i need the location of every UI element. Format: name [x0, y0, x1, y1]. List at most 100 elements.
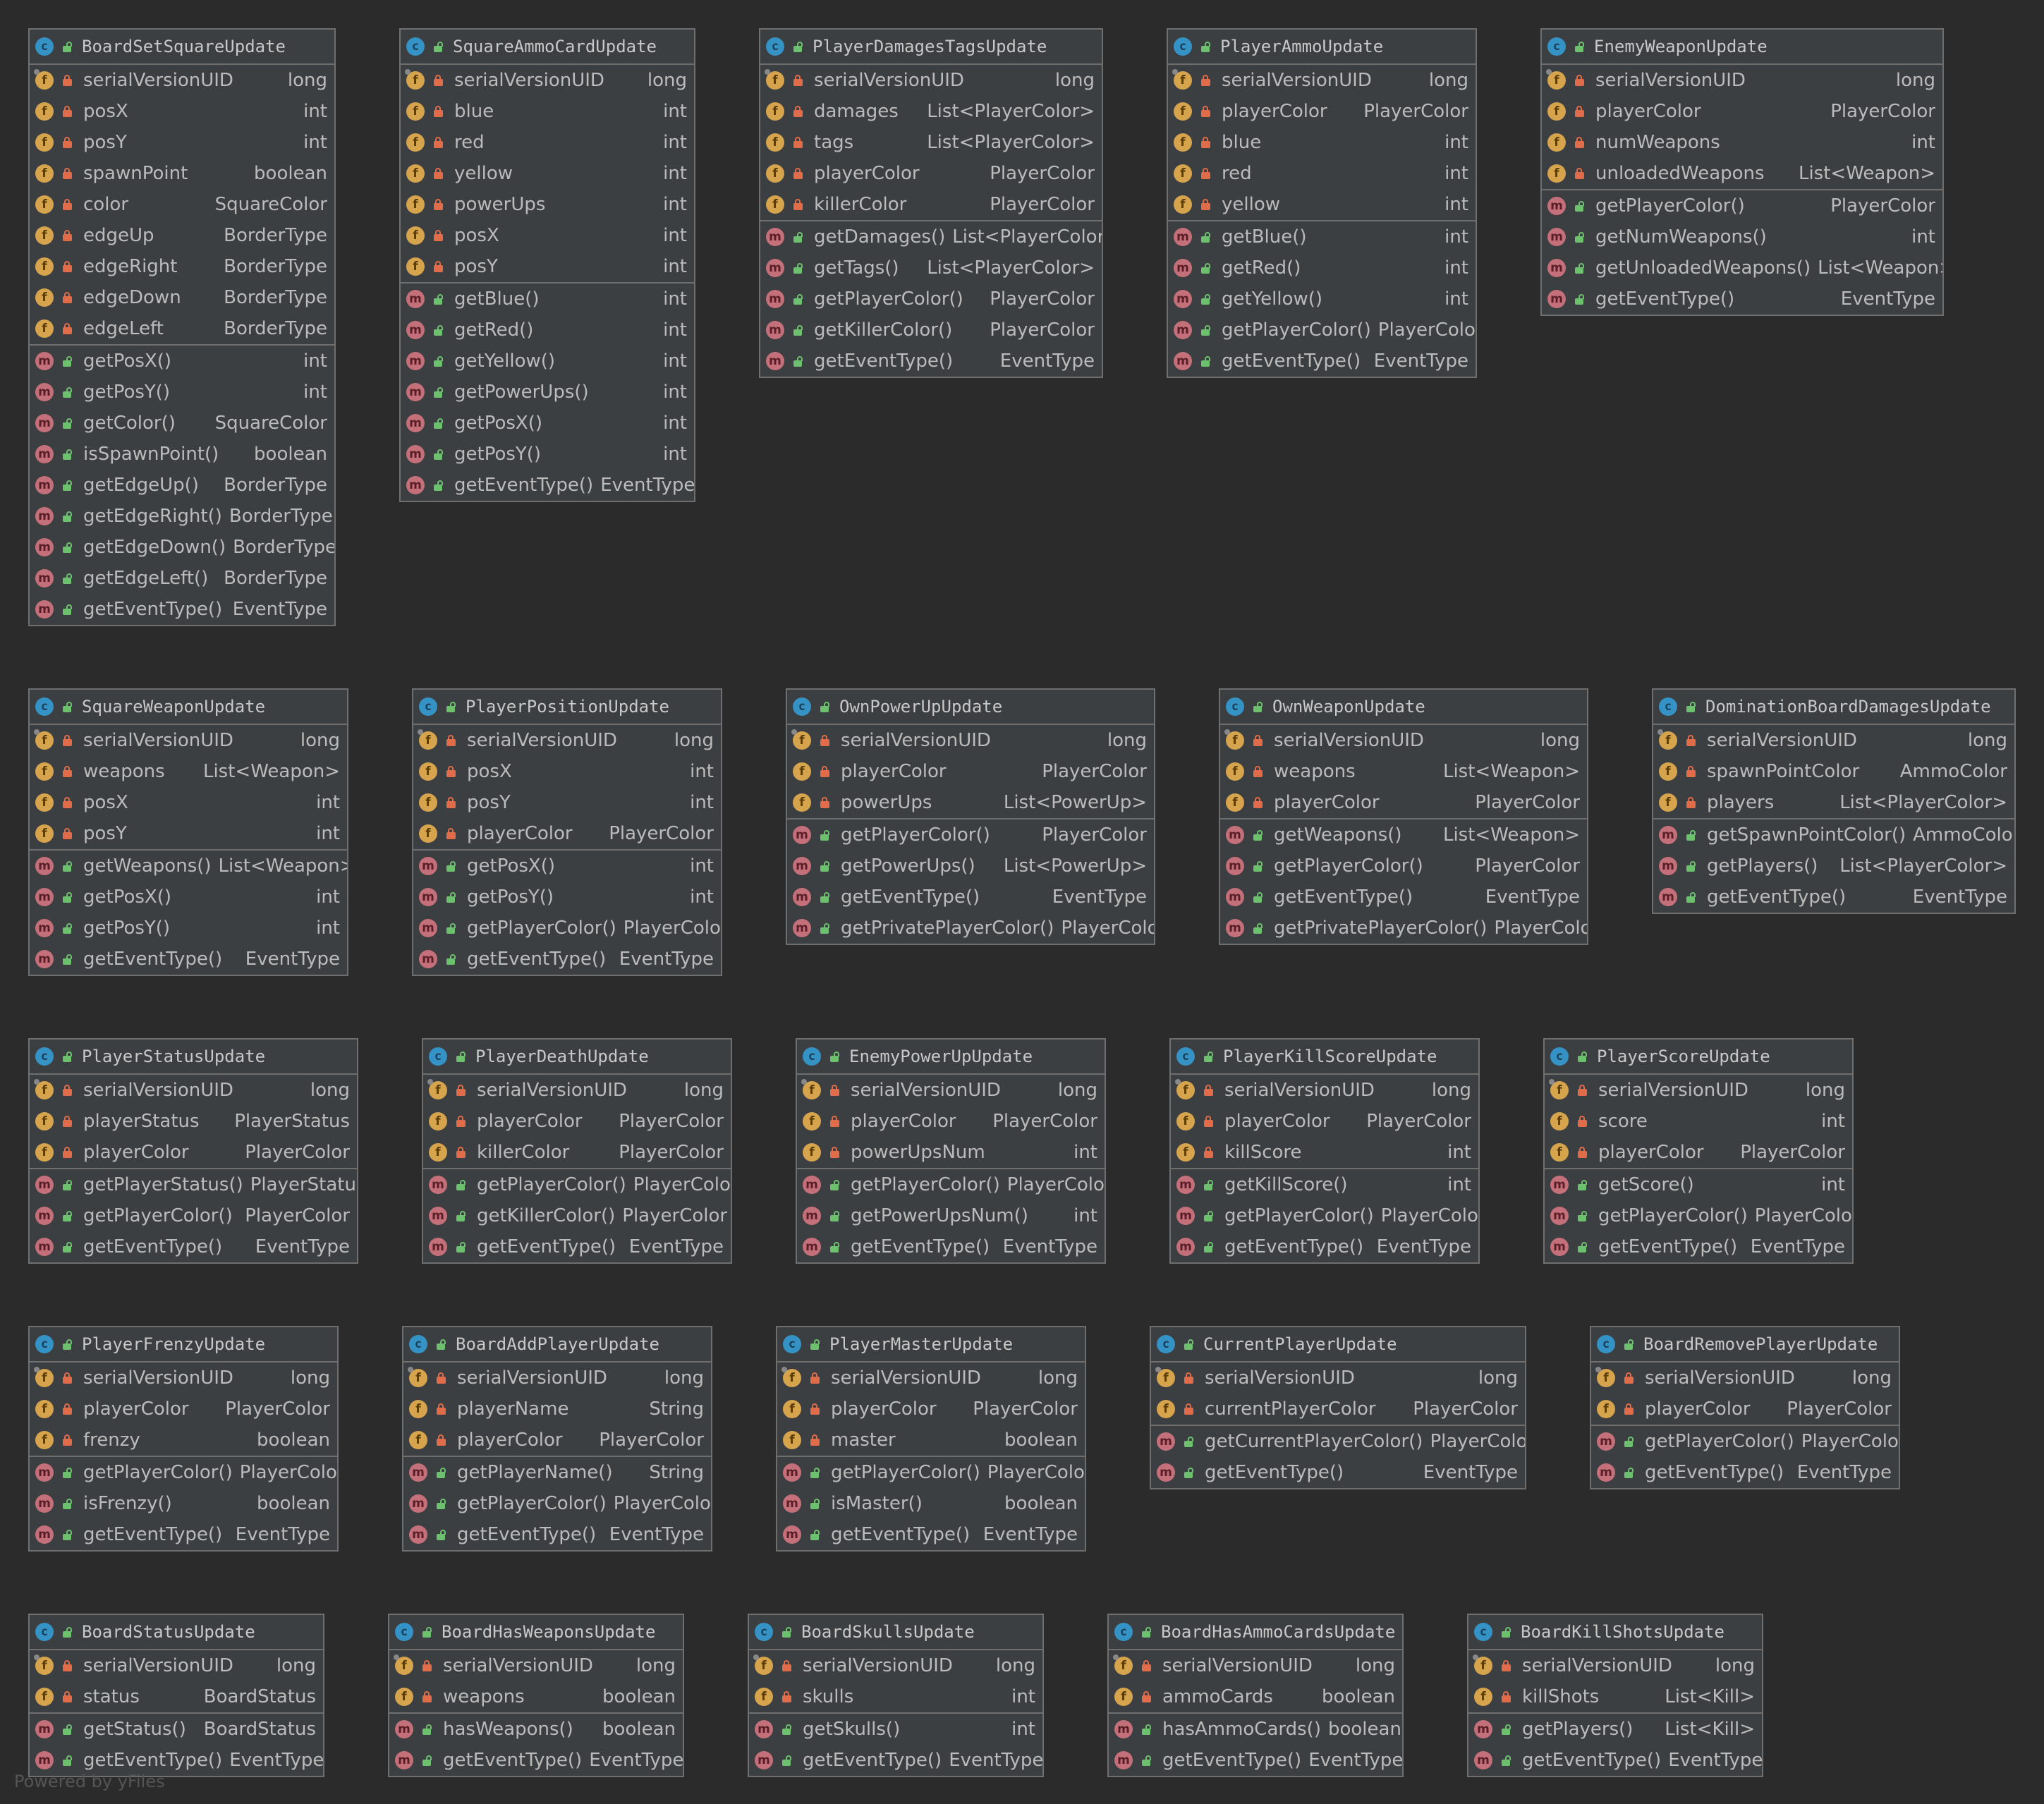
method-row[interactable]: mgetWeapons()List<Weapon>: [30, 849, 347, 882]
method-row[interactable]: mgetKillScore()int: [1171, 1168, 1478, 1200]
method-row[interactable]: mgetEventType()EventType: [30, 1745, 323, 1776]
method-row[interactable]: mgetEdgeDown()BorderType: [30, 532, 334, 563]
method-row[interactable]: mgetEventType()EventType: [30, 1519, 337, 1550]
field-row[interactable]: fposYint: [30, 127, 334, 158]
field-row[interactable]: fcurrentPlayerColorPlayerColor: [1151, 1394, 1525, 1425]
method-row[interactable]: mgetEventType()EventType: [30, 1231, 357, 1262]
field-row[interactable]: fposXint: [413, 756, 721, 787]
method-row[interactable]: mgetPlayerColor()PlayerColor: [797, 1168, 1105, 1200]
class-node[interactable]: cBoardSetSquareUpdatefserialVersionUIDlo…: [28, 28, 336, 626]
field-row[interactable]: fscoreint: [1545, 1106, 1852, 1137]
method-row[interactable]: mgetPlayerColor()PlayerColor: [1591, 1425, 1899, 1457]
field-row[interactable]: fposYint: [30, 818, 347, 849]
method-row[interactable]: mgetEventType()EventType: [30, 594, 334, 625]
method-row[interactable]: mgetPowerUpsNum()int: [797, 1200, 1105, 1231]
field-row[interactable]: fplayerColorPlayerColor: [1168, 96, 1476, 127]
method-row[interactable]: mgetPlayerColor()PlayerColor: [760, 284, 1102, 315]
field-row[interactable]: fredint: [401, 127, 694, 158]
field-row[interactable]: fplayersList<PlayerColor>: [1653, 787, 2014, 818]
field-row[interactable]: fstatusBoardStatus: [30, 1681, 323, 1712]
field-row[interactable]: fposXint: [30, 96, 334, 127]
class-node[interactable]: cBoardHasAmmoCardsUpdatefserialVersionUI…: [1107, 1614, 1404, 1777]
class-node[interactable]: cBoardHasWeaponsUpdatefserialVersionUIDl…: [388, 1614, 684, 1777]
method-row[interactable]: mgetTags()List<PlayerColor>: [760, 252, 1102, 284]
field-row[interactable]: fserialVersionUIDlong: [1151, 1363, 1525, 1394]
field-row[interactable]: fserialVersionUIDlong: [1220, 725, 1587, 756]
field-row[interactable]: fserialVersionUIDlong: [423, 1075, 731, 1106]
field-row[interactable]: fpowerUpsint: [401, 189, 694, 220]
field-row[interactable]: fserialVersionUIDlong: [30, 1075, 357, 1106]
field-row[interactable]: fserialVersionUIDlong: [749, 1650, 1042, 1681]
class-node[interactable]: cOwnPowerUpUpdatefserialVersionUIDlongfp…: [786, 688, 1155, 945]
field-row[interactable]: fedgeLeftBorderType: [30, 313, 334, 344]
class-node[interactable]: cSquareWeaponUpdatefserialVersionUIDlong…: [28, 688, 348, 976]
field-row[interactable]: fserialVersionUIDlong: [1109, 1650, 1402, 1681]
field-row[interactable]: fposYint: [413, 787, 721, 818]
method-row[interactable]: mgetPosX()int: [30, 344, 334, 377]
field-row[interactable]: fblueint: [401, 96, 694, 127]
method-row[interactable]: mgetPosX()int: [401, 408, 694, 439]
method-row[interactable]: mgetPlayerColor()PlayerColor: [1542, 189, 1942, 221]
method-row[interactable]: mgetDamages()List<PlayerColor>: [760, 220, 1102, 252]
method-row[interactable]: mgetYellow()int: [401, 346, 694, 377]
class-node[interactable]: cEnemyPowerUpUpdatefserialVersionUIDlong…: [796, 1038, 1106, 1264]
method-row[interactable]: mgetColor()SquareColor: [30, 408, 334, 439]
method-row[interactable]: mgetEventType()EventType: [389, 1745, 683, 1776]
field-row[interactable]: fserialVersionUIDlong: [787, 725, 1154, 756]
field-row[interactable]: fplayerColorPlayerColor: [1545, 1137, 1852, 1168]
class-node[interactable]: cBoardStatusUpdatefserialVersionUIDlongf…: [28, 1614, 324, 1777]
method-row[interactable]: mgetPosY()int: [413, 882, 721, 913]
field-row[interactable]: fserialVersionUIDlong: [30, 1650, 323, 1681]
method-row[interactable]: mgetEventType()EventType: [787, 882, 1154, 913]
class-node[interactable]: cPlayerFrenzyUpdatefserialVersionUIDlong…: [28, 1326, 339, 1552]
method-row[interactable]: mgetEventType()EventType: [1542, 284, 1942, 315]
method-row[interactable]: mgetPlayerColor()PlayerColor: [787, 818, 1154, 851]
class-node[interactable]: cBoardRemovePlayerUpdatefserialVersionUI…: [1590, 1326, 1900, 1489]
field-row[interactable]: fblueint: [1168, 127, 1476, 158]
field-row[interactable]: funloadedWeaponsList<Weapon>: [1542, 158, 1942, 189]
method-row[interactable]: misSpawnPoint()boolean: [30, 439, 334, 470]
field-row[interactable]: fserialVersionUIDlong: [30, 725, 347, 756]
method-row[interactable]: mgetPlayerStatus()PlayerStatus: [30, 1168, 357, 1200]
method-row[interactable]: mgetPlayerColor()PlayerColor: [1545, 1200, 1852, 1231]
method-row[interactable]: mgetYellow()int: [1168, 284, 1476, 315]
field-row[interactable]: fammoCardsboolean: [1109, 1681, 1402, 1712]
method-row[interactable]: mgetEventType()EventType: [413, 944, 721, 975]
field-row[interactable]: fplayerColorPlayerColor: [30, 1394, 337, 1425]
method-row[interactable]: mgetRed()int: [401, 315, 694, 346]
class-node[interactable]: cDominationBoardDamagesUpdatefserialVers…: [1652, 688, 2016, 914]
field-row[interactable]: fposYint: [401, 251, 694, 282]
class-node[interactable]: cPlayerAmmoUpdatefserialVersionUIDlongfp…: [1167, 28, 1477, 378]
method-row[interactable]: mgetEventType()EventType: [760, 346, 1102, 377]
field-row[interactable]: fplayerColorPlayerColor: [30, 1137, 357, 1168]
method-row[interactable]: mgetEventType()EventType: [797, 1231, 1105, 1262]
field-row[interactable]: fplayerColorPlayerColor: [787, 756, 1154, 787]
field-row[interactable]: fserialVersionUIDlong: [30, 1363, 337, 1394]
method-row[interactable]: mgetEventType()EventType: [1545, 1231, 1852, 1262]
method-row[interactable]: mgetEdgeUp()BorderType: [30, 470, 334, 501]
method-row[interactable]: mgetEventType()EventType: [749, 1745, 1042, 1776]
field-row[interactable]: fserialVersionUIDlong: [389, 1650, 683, 1681]
field-row[interactable]: fedgeDownBorderType: [30, 282, 334, 313]
class-node[interactable]: cSquareAmmoCardUpdatefserialVersionUIDlo…: [399, 28, 695, 502]
field-row[interactable]: fweaponsboolean: [389, 1681, 683, 1712]
method-row[interactable]: mgetEventType()EventType: [777, 1519, 1085, 1550]
method-row[interactable]: mgetPosX()int: [413, 849, 721, 882]
class-node[interactable]: cBoardAddPlayerUpdatefserialVersionUIDlo…: [402, 1326, 712, 1552]
field-row[interactable]: fskullsint: [749, 1681, 1042, 1712]
method-row[interactable]: mgetPowerUps()List<PowerUp>: [787, 851, 1154, 882]
field-row[interactable]: fnumWeaponsint: [1542, 127, 1942, 158]
method-row[interactable]: mgetStatus()BoardStatus: [30, 1712, 323, 1745]
class-node[interactable]: cEnemyWeaponUpdatefserialVersionUIDlongf…: [1540, 28, 1944, 316]
field-row[interactable]: fserialVersionUIDlong: [403, 1363, 711, 1394]
class-node[interactable]: cPlayerDeathUpdatefserialVersionUIDlongf…: [422, 1038, 732, 1264]
field-row[interactable]: fweaponsList<Weapon>: [30, 756, 347, 787]
field-row[interactable]: fplayerColorPlayerColor: [1591, 1394, 1899, 1425]
class-node[interactable]: cPlayerPositionUpdatefserialVersionUIDlo…: [412, 688, 722, 976]
field-row[interactable]: fserialVersionUIDlong: [1545, 1075, 1852, 1106]
field-row[interactable]: fserialVersionUIDlong: [797, 1075, 1105, 1106]
class-node[interactable]: cPlayerStatusUpdatefserialVersionUIDlong…: [28, 1038, 358, 1264]
field-row[interactable]: fserialVersionUIDlong: [1542, 65, 1942, 96]
field-row[interactable]: fkillShotsList<Kill>: [1468, 1681, 1762, 1712]
field-row[interactable]: fserialVersionUIDlong: [1468, 1650, 1762, 1681]
